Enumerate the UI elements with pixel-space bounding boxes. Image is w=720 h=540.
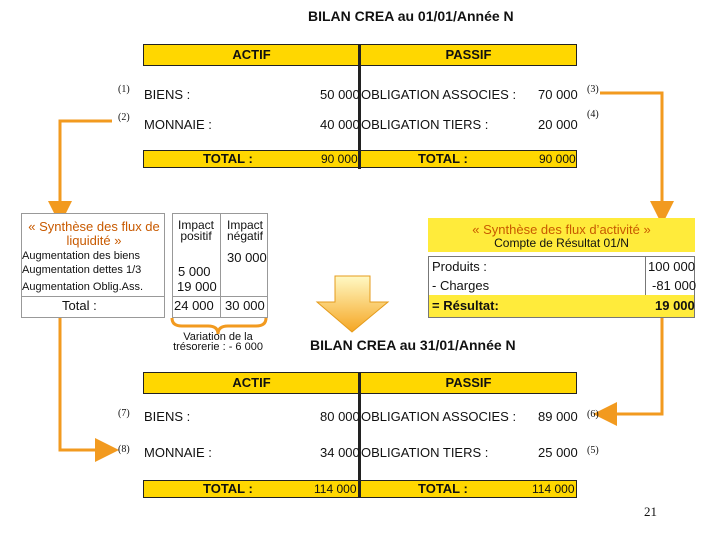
bilan1-oblig-tiers-label: OBLIGATION TIERS : <box>361 117 489 132</box>
arrow-liquidite-to-monnaie <box>58 318 119 462</box>
bilan1-biens-label: BIENS : <box>144 87 191 102</box>
variation-tresorerie: Variation de la trésorerie : - 6 000 <box>173 331 263 353</box>
bilan2-num-6: (6) <box>587 409 599 420</box>
activite-title: « Synthèse des flux d’activité » <box>472 222 651 237</box>
activite-charges-label: - Charges <box>432 278 490 293</box>
bilan1-oblig-assoc-label: OBLIGATION ASSOCIES : <box>361 87 517 102</box>
liquidite-pos-dettes: 5 000 <box>178 264 211 279</box>
liquidite-col-neg: Impact négatif <box>226 218 264 243</box>
activite-result-value: 19 000 <box>655 298 695 313</box>
bilan1-num-1: (1) <box>118 84 130 95</box>
bilan1-monnaie-value: 40 000 <box>320 117 360 132</box>
bilan2-total-label: TOTAL : <box>203 481 253 496</box>
bilan1-title: BILAN CREA au 01/01/Année N <box>308 8 514 24</box>
bilan2-title: BILAN CREA au 31/01/Année N <box>310 337 516 353</box>
bilan2-total-divider <box>358 480 361 498</box>
bilan1-actif-label: ACTIF <box>232 47 271 62</box>
bilan2-oblig-assoc-value: 89 000 <box>538 409 578 424</box>
bilan2-biens-value: 80 000 <box>320 409 360 424</box>
bilan1-total-passif: 90 000 <box>539 152 576 166</box>
bilan1-num-3: (3) <box>587 84 599 95</box>
liquidite-row-biens: Augmentation des biens <box>22 250 141 262</box>
bilan1-passif-label: PASSIF <box>445 47 492 62</box>
activite-result-label: = Résultat: <box>432 298 499 313</box>
liquidite-total-rule <box>21 296 165 297</box>
liquidite-total-rule2 <box>172 296 268 297</box>
bilan1-num-4: (4) <box>587 109 599 120</box>
bilan1-line <box>143 65 577 66</box>
activite-charges-value: -81 000 <box>652 278 697 293</box>
bilan2-oblig-tiers-label: OBLIGATION TIERS : <box>361 445 489 460</box>
bilan1-monnaie-label: MONNAIE : <box>144 117 212 132</box>
bilan1-biens-value: 50 000 <box>320 87 360 102</box>
activite-table <box>428 256 695 318</box>
arrow-monnaie-to-liquidite <box>48 119 112 225</box>
activite-result-band <box>429 295 694 317</box>
bilan2-oblig-tiers-value: 25 000 <box>538 445 578 460</box>
liquidite-left-box <box>21 213 165 318</box>
activite-col-divider <box>645 256 646 318</box>
bilan2-passif-label: PASSIF <box>445 375 492 390</box>
bilan2-total-passif: 114 000 <box>532 482 575 496</box>
liquidite-neg-biens: 30 000 <box>227 250 267 265</box>
liquidite-total-label: Total : <box>62 298 97 313</box>
liquidite-title: « Synthèse des flux de liquidité » <box>28 219 160 248</box>
activite-subtitle: Compte de Résultat 01/N <box>494 236 629 250</box>
liquidite-row-dettes: Augmentation dettes 1/3 <box>22 264 142 276</box>
bilan1-oblig-tiers-value: 20 000 <box>538 117 578 132</box>
bilan2-biens-label: BIENS : <box>144 409 191 424</box>
big-down-arrow <box>315 275 390 333</box>
bilan2-num-8: (8) <box>118 444 130 455</box>
activite-produits-label: Produits : <box>432 259 487 274</box>
bilan2-num-7: (7) <box>118 408 130 419</box>
bilan1-total-label2: TOTAL : <box>418 151 468 166</box>
liquidite-col-divider <box>220 213 221 318</box>
bilan2-monnaie-value: 34 000 <box>320 445 360 460</box>
liquidite-row-oblig: Augmentation Oblig.Ass. <box>22 281 144 293</box>
activite-produits-value: 100 000 <box>648 259 695 274</box>
bilan1-total-divider <box>358 150 361 168</box>
liquidite-col-pos: Impact positif <box>177 218 214 243</box>
activite-title-box <box>428 218 695 252</box>
bilan2-divider <box>358 372 361 497</box>
liquidite-pos-oblig: 19 000 <box>177 279 217 294</box>
bilan2-actif-label: ACTIF <box>232 375 271 390</box>
bilan2-total-actif: 114 000 <box>314 482 357 496</box>
arrow-activite-to-oblig <box>593 318 664 426</box>
liquidite-total-pos: 24 000 <box>174 298 214 313</box>
liquidite-total-neg: 30 000 <box>225 298 265 313</box>
bilan2-total-label2: TOTAL : <box>418 481 468 496</box>
page-number: 21 <box>644 504 657 519</box>
bilan1-num-2: (2) <box>118 112 130 123</box>
brace-total <box>170 317 268 335</box>
arrow-oblig-to-activite <box>600 91 674 225</box>
bilan2-monnaie-label: MONNAIE : <box>144 445 212 460</box>
bilan2-num-5: (5) <box>587 445 599 456</box>
bilan2-oblig-assoc-label: OBLIGATION ASSOCIES : <box>361 409 517 424</box>
bilan1-divider <box>358 44 361 169</box>
bilan1-oblig-assoc-value: 70 000 <box>538 87 578 102</box>
bilan1-total-label: TOTAL : <box>203 151 253 166</box>
bilan1-total-actif: 90 000 <box>321 152 358 166</box>
